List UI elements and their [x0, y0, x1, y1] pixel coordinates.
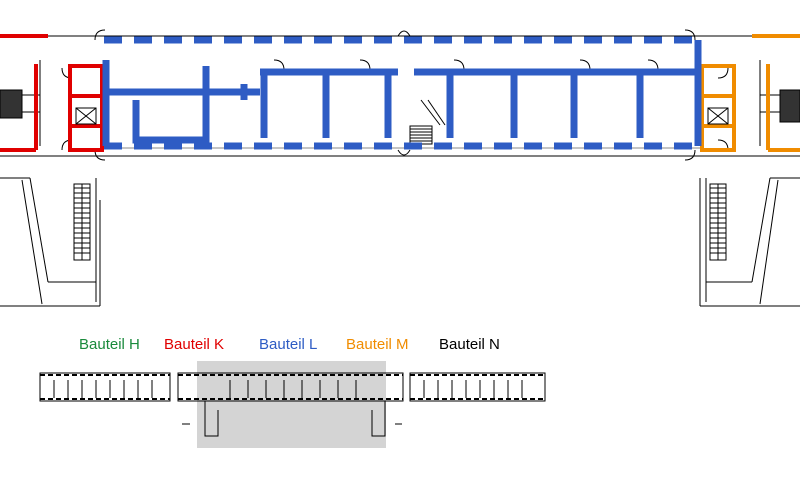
bauteil-k-lift — [75, 107, 97, 125]
legend-bauteil-k: Bauteil K — [164, 336, 225, 353]
right-wing — [699, 177, 800, 307]
legend-bauteil-n: Bauteil N — [439, 336, 500, 353]
left-stair — [0, 60, 41, 146]
bauteil-l-walls — [102, 36, 702, 150]
overview-map — [39, 361, 546, 448]
legend-bauteil-l: Bauteil L — [259, 336, 318, 353]
legend-bauteil-m: Bauteil M — [346, 336, 409, 353]
bauteil-m-walls — [700, 34, 800, 152]
central-stair — [409, 99, 446, 145]
detail-plan — [0, 29, 800, 307]
bauteil-k-walls — [0, 34, 104, 152]
legend-bauteil-h: Bauteil H — [79, 336, 140, 353]
bauteil-m-lift — [707, 107, 729, 125]
left-wing — [0, 177, 101, 307]
